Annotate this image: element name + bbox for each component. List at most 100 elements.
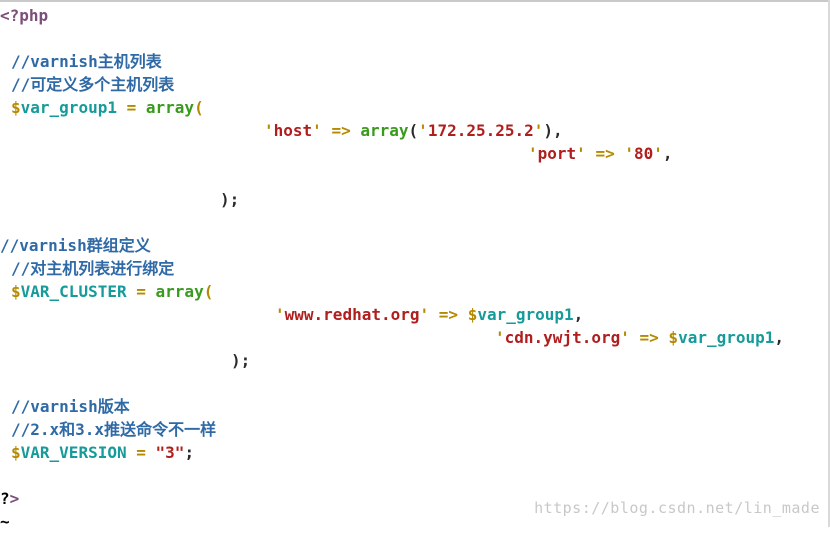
code-token <box>146 282 156 301</box>
code-token <box>630 328 640 347</box>
code-token: var_group1 <box>678 328 775 347</box>
code-line[interactable]: //对主机列表进行绑定 <box>0 257 830 280</box>
code-token: ( <box>408 121 419 140</box>
code-token: ' <box>576 144 586 163</box>
code-token: ' <box>533 121 544 140</box>
code-token: ' <box>275 305 285 324</box>
code-token: $ <box>668 328 679 347</box>
code-token: ' <box>620 328 630 347</box>
code-token: => <box>595 144 615 163</box>
code-token <box>127 443 137 462</box>
code-token: $ <box>11 98 21 117</box>
window-top-border <box>0 0 830 2</box>
code-token: VAR_CLUSTER <box>20 282 127 301</box>
code-line[interactable]: $var_group1 = array( <box>0 96 830 119</box>
code-token: $ <box>11 282 21 301</box>
code-token: ' <box>418 121 428 140</box>
code-token: //varnish版本 <box>11 397 130 416</box>
code-line[interactable]: ?> <box>0 487 830 510</box>
code-token: //对主机列表进行绑定 <box>11 259 175 278</box>
code-token: , <box>774 328 785 347</box>
code-token: , <box>573 305 584 324</box>
code-line[interactable]: 'www.redhat.org' => $var_group1, <box>0 303 830 326</box>
code-token: var_group1 <box>477 305 574 324</box>
code-token: ( <box>203 282 214 301</box>
code-token: port <box>537 144 577 163</box>
code-token: ); <box>220 190 240 209</box>
code-line[interactable] <box>0 27 830 50</box>
code-token: //2.x和3.x推送命令不一样 <box>11 420 217 439</box>
code-line[interactable]: //2.x和3.x推送命令不一样 <box>0 418 830 441</box>
code-line[interactable]: $VAR_CLUSTER = array( <box>0 280 830 303</box>
code-line[interactable] <box>0 372 830 395</box>
code-line[interactable]: //varnish版本 <box>0 395 830 418</box>
code-line[interactable]: //varnish主机列表 <box>0 50 830 73</box>
code-token: array <box>155 282 204 301</box>
code-line[interactable]: ); <box>0 349 830 372</box>
code-token <box>127 282 137 301</box>
code-line[interactable]: $VAR_VERSION = "3"; <box>0 441 830 464</box>
code-token: array <box>360 121 409 140</box>
text-cursor: ? <box>0 489 10 508</box>
code-token: <?php <box>0 6 49 25</box>
code-token: ' <box>653 144 663 163</box>
code-editor[interactable]: <?php//varnish主机列表//可定义多个主机列表$var_group1… <box>0 4 830 533</box>
code-line[interactable]: <?php <box>0 4 830 27</box>
code-token <box>322 121 332 140</box>
code-token: ' <box>495 328 505 347</box>
code-line[interactable] <box>0 464 830 487</box>
code-token: ' <box>264 121 274 140</box>
code-token <box>117 98 127 117</box>
code-line[interactable]: 'cdn.ywjt.org' => $var_group1, <box>0 326 830 349</box>
code-token <box>615 144 625 163</box>
code-token: www.redhat.org <box>284 305 420 324</box>
code-line[interactable]: ~ <box>0 510 830 533</box>
code-line[interactable]: 'port' => '80', <box>0 142 830 165</box>
code-token: = <box>136 443 146 462</box>
watermark-url: https://blog.csdn.net/lin_made <box>534 499 820 517</box>
code-token: ~ <box>0 512 10 531</box>
code-token: //可定义多个主机列表 <box>11 75 175 94</box>
code-line[interactable]: //varnish群组定义 <box>0 234 830 257</box>
code-token: ' <box>528 144 538 163</box>
code-token: VAR_VERSION <box>20 443 127 462</box>
code-token: ' <box>419 305 430 324</box>
code-token: ), <box>543 121 563 140</box>
code-token: ; <box>184 443 195 462</box>
code-token: 172.25.25.2 <box>427 121 534 140</box>
code-line[interactable]: //可定义多个主机列表 <box>0 73 830 96</box>
code-token: => <box>331 121 351 140</box>
scrollbar-track[interactable] <box>828 0 830 527</box>
code-token: 80 <box>634 144 654 163</box>
code-token <box>429 305 439 324</box>
code-token: var_group1 <box>20 98 117 117</box>
code-token: => <box>438 305 459 324</box>
code-line[interactable] <box>0 165 830 188</box>
code-token <box>586 144 596 163</box>
code-line[interactable] <box>0 211 830 234</box>
code-token: > <box>9 489 20 508</box>
code-token: //varnish主机列表 <box>11 52 162 71</box>
code-token: $ <box>11 443 21 462</box>
code-token: array <box>145 98 195 117</box>
code-token: = <box>136 282 146 301</box>
code-token <box>136 98 146 117</box>
code-token: , <box>662 144 673 163</box>
code-line[interactable]: ); <box>0 188 830 211</box>
code-token: ( <box>194 98 204 117</box>
code-token <box>458 305 468 324</box>
code-token: = <box>126 98 137 117</box>
code-token: ' <box>624 144 634 163</box>
code-token: ' <box>312 121 322 140</box>
code-token <box>146 443 156 462</box>
code-token: cdn.ywjt.org <box>504 328 621 347</box>
code-line[interactable]: 'host' => array('172.25.25.2'), <box>0 119 830 142</box>
code-token <box>659 328 669 347</box>
code-token: => <box>639 328 659 347</box>
code-token: "3" <box>155 443 185 462</box>
code-token: $ <box>467 305 478 324</box>
code-token: ); <box>231 351 251 370</box>
code-token: //varnish群组定义 <box>0 236 151 255</box>
code-token <box>351 121 361 140</box>
code-token: host <box>273 121 313 140</box>
